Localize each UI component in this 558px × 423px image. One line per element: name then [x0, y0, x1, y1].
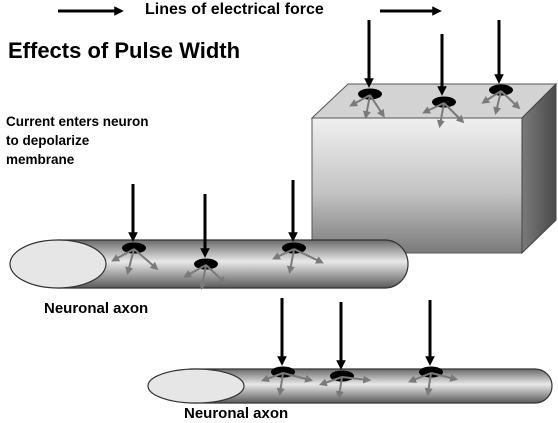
current-arrow — [481, 90, 502, 104]
current-arrow — [500, 90, 521, 110]
current-arrow — [341, 375, 372, 384]
current-arrow — [422, 102, 445, 114]
axon-label-bottom: Neuronal axon — [184, 405, 289, 422]
site-axon1-1 — [111, 184, 159, 276]
electrode-contact — [194, 258, 218, 270]
current-arrow — [293, 248, 324, 264]
current-arrow — [430, 372, 459, 382]
annotation-line: Current enters neuron — [6, 114, 149, 129]
axon-top — [9, 239, 409, 289]
current-arrow — [276, 372, 285, 397]
site-block-1 — [349, 20, 385, 120]
axon-cut-face — [9, 239, 107, 289]
current-arrow — [349, 94, 371, 107]
site-block-3 — [481, 20, 521, 116]
site-axon2-1 — [260, 298, 314, 397]
current-arrow — [125, 248, 135, 276]
current-arrow — [408, 372, 432, 383]
annotation-line: membrane — [6, 152, 75, 167]
current-arrow — [111, 248, 135, 262]
electrode-contact — [489, 84, 513, 96]
current-arrow — [286, 248, 295, 275]
current-arrow — [443, 102, 465, 124]
legend-label: Lines of electrical force — [145, 1, 324, 18]
current-arrow — [133, 248, 159, 271]
current-arrow — [335, 376, 344, 400]
current-arrow — [424, 372, 433, 397]
site-axon1-3 — [272, 180, 324, 275]
current-arrow — [205, 264, 227, 285]
site-axon2-3 — [408, 300, 459, 397]
current-arrow — [493, 90, 502, 116]
block-front-face — [311, 117, 523, 254]
axon-label-top: Neuronal axon — [44, 300, 149, 317]
electrode-contact — [358, 88, 382, 100]
current-arrow — [198, 264, 207, 291]
axon-cut-face — [147, 368, 245, 404]
annotation-current-enters: Current enters neuron to depolarize memb… — [6, 112, 206, 169]
block-side-face — [521, 82, 557, 255]
current-arrow — [318, 376, 343, 387]
annotation-line: to depolarize — [6, 133, 90, 148]
site-axon2-2 — [318, 302, 372, 400]
current-arrow — [272, 248, 295, 260]
current-arrow — [260, 372, 284, 383]
current-arrow — [369, 94, 385, 118]
diagram-title: Effects of Pulse Width — [8, 38, 241, 63]
current-arrow — [436, 102, 445, 129]
current-arrow — [183, 264, 207, 278]
current-arrow — [362, 94, 371, 120]
tissue-block — [310, 82, 558, 255]
site-axon1-2 — [183, 194, 227, 291]
site-block-2 — [422, 34, 465, 129]
electrode-contact — [122, 242, 146, 254]
current-arrow — [282, 372, 314, 383]
